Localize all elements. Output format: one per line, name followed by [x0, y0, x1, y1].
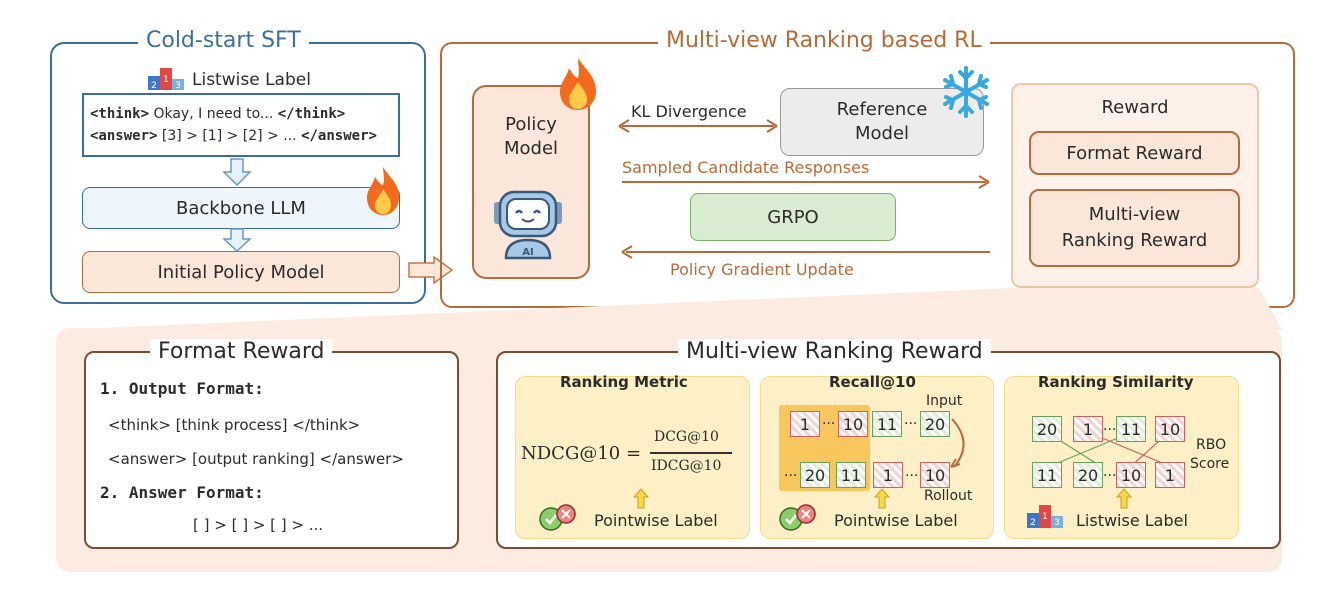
- reward-title: Reward: [1101, 97, 1169, 118]
- answer-line: <answer> [3] > [1] > [2] > ... </answer>: [90, 128, 377, 144]
- fire-icon: [560, 58, 596, 110]
- pointwise-label: Pointwise Label: [834, 511, 958, 530]
- rank-tile: 1: [1073, 416, 1103, 442]
- rank-tile: 20: [1073, 462, 1103, 488]
- svg-text:1: 1: [163, 75, 169, 85]
- sft-example-box: <think> Okay, I need to... </think> <ans…: [82, 93, 400, 157]
- multi-view-ranking-title: Multi-view Ranking Reward: [678, 339, 991, 364]
- policy-gradient-arrow: [621, 245, 990, 259]
- listwise-label: Listwise Label: [192, 70, 311, 90]
- rollout-label: Rollout: [924, 488, 973, 504]
- fraction-bar: [650, 452, 732, 454]
- ranking-similarity-title: Ranking Similarity: [1038, 373, 1194, 391]
- idcg-denominator: IDCG@10: [651, 458, 722, 474]
- down-arrow-icon: [222, 158, 252, 186]
- score-label: Score: [1190, 456, 1230, 472]
- initial-policy-model-box: Initial Policy Model: [82, 251, 400, 293]
- answer-format-example: [ ] > [ ] > [ ] > ...: [193, 516, 324, 534]
- rank-tile: 11: [1032, 462, 1062, 488]
- svg-text:1: 1: [1042, 512, 1048, 522]
- ellipsis: ...: [1103, 418, 1117, 434]
- output-format-answer: <answer> [output ranking] </answer>: [108, 450, 404, 468]
- rank-tile: 20: [800, 462, 830, 488]
- up-arrow-icon: [633, 488, 649, 509]
- rank-tile: 11: [1116, 416, 1146, 442]
- rank-tile: 11: [836, 462, 866, 488]
- policy-model-box: [472, 85, 590, 279]
- rollout-curve-arrow: [950, 418, 965, 468]
- format-reward-box: Format Reward: [1029, 131, 1240, 175]
- svg-text:AI: AI: [522, 247, 533, 258]
- listwise-label: Listwise Label: [1076, 511, 1188, 530]
- ellipsis: ...: [905, 464, 919, 480]
- dcg-numerator: DCG@10: [654, 429, 719, 445]
- sampled-candidates-label: Sampled Candidate Responses: [622, 158, 870, 177]
- format-reward-title: Format Reward: [150, 339, 333, 364]
- up-arrow-icon: [874, 488, 890, 509]
- cold-start-title: Cold-start SFT: [138, 28, 309, 53]
- output-format-think: <think> [think process] </think>: [108, 416, 361, 434]
- pointwise-label: Pointwise Label: [594, 511, 718, 530]
- kl-arrow: [618, 119, 778, 133]
- fire-icon: [367, 167, 399, 215]
- svg-text:2: 2: [1030, 518, 1036, 528]
- rank-tile: 10: [1116, 462, 1146, 488]
- robot-icon: AI: [494, 190, 562, 260]
- grpo-box: GRPO: [690, 193, 896, 241]
- svg-text:2: 2: [151, 81, 157, 91]
- ranking-metric-title: Ranking Metric: [560, 373, 688, 391]
- podium-icon: 2 1 3: [1027, 505, 1063, 528]
- ellipsis: ...: [784, 464, 798, 480]
- ellipsis: ...: [1103, 464, 1117, 480]
- rl-title: Multi-view Ranking based RL: [658, 28, 990, 53]
- answer-format-heading: 2. Answer Format:: [100, 483, 264, 502]
- rbo-label: RBO: [1196, 437, 1227, 453]
- check-cross-icon: [539, 504, 576, 531]
- multi-view-reward-box: Multi-view Ranking Reward: [1029, 189, 1240, 267]
- svg-text:3: 3: [175, 81, 181, 91]
- rank-tile: 1: [873, 462, 903, 488]
- rank-tile: 1: [790, 411, 820, 437]
- podium-icon: 2 1 3: [148, 68, 184, 91]
- check-cross-icon: [779, 504, 816, 531]
- backbone-llm-box: Backbone LLM: [82, 187, 400, 229]
- rank-tile: 20: [920, 411, 950, 437]
- rank-tile: 10: [838, 411, 868, 437]
- svg-text:3: 3: [1054, 518, 1060, 528]
- ellipsis: ...: [822, 412, 836, 428]
- kl-divergence-label: KL Divergence: [631, 102, 747, 121]
- ellipsis: ...: [904, 412, 918, 428]
- input-label: Input: [926, 393, 963, 409]
- recall-title: Recall@10: [829, 373, 916, 391]
- rank-tile: 10: [920, 462, 950, 488]
- up-arrow-icon: [1116, 488, 1132, 509]
- snowflake-icon: [943, 66, 989, 118]
- rank-tile: 20: [1032, 416, 1062, 442]
- think-line: <think> Okay, I need to... </think>: [90, 106, 346, 122]
- ndcg-lhs: NDCG@10 =: [521, 443, 642, 464]
- rank-tile: 10: [1155, 416, 1185, 442]
- output-format-heading: 1. Output Format:: [100, 379, 264, 398]
- format-reward-panel: [84, 351, 459, 549]
- policy-model-label: Policy Model: [503, 114, 559, 159]
- down-arrow-icon: [222, 228, 252, 252]
- rank-tile: 11: [872, 411, 902, 437]
- policy-gradient-update-label: Policy Gradient Update: [670, 260, 854, 279]
- sampled-arrow: [622, 175, 990, 189]
- rank-tile: 1: [1155, 462, 1185, 488]
